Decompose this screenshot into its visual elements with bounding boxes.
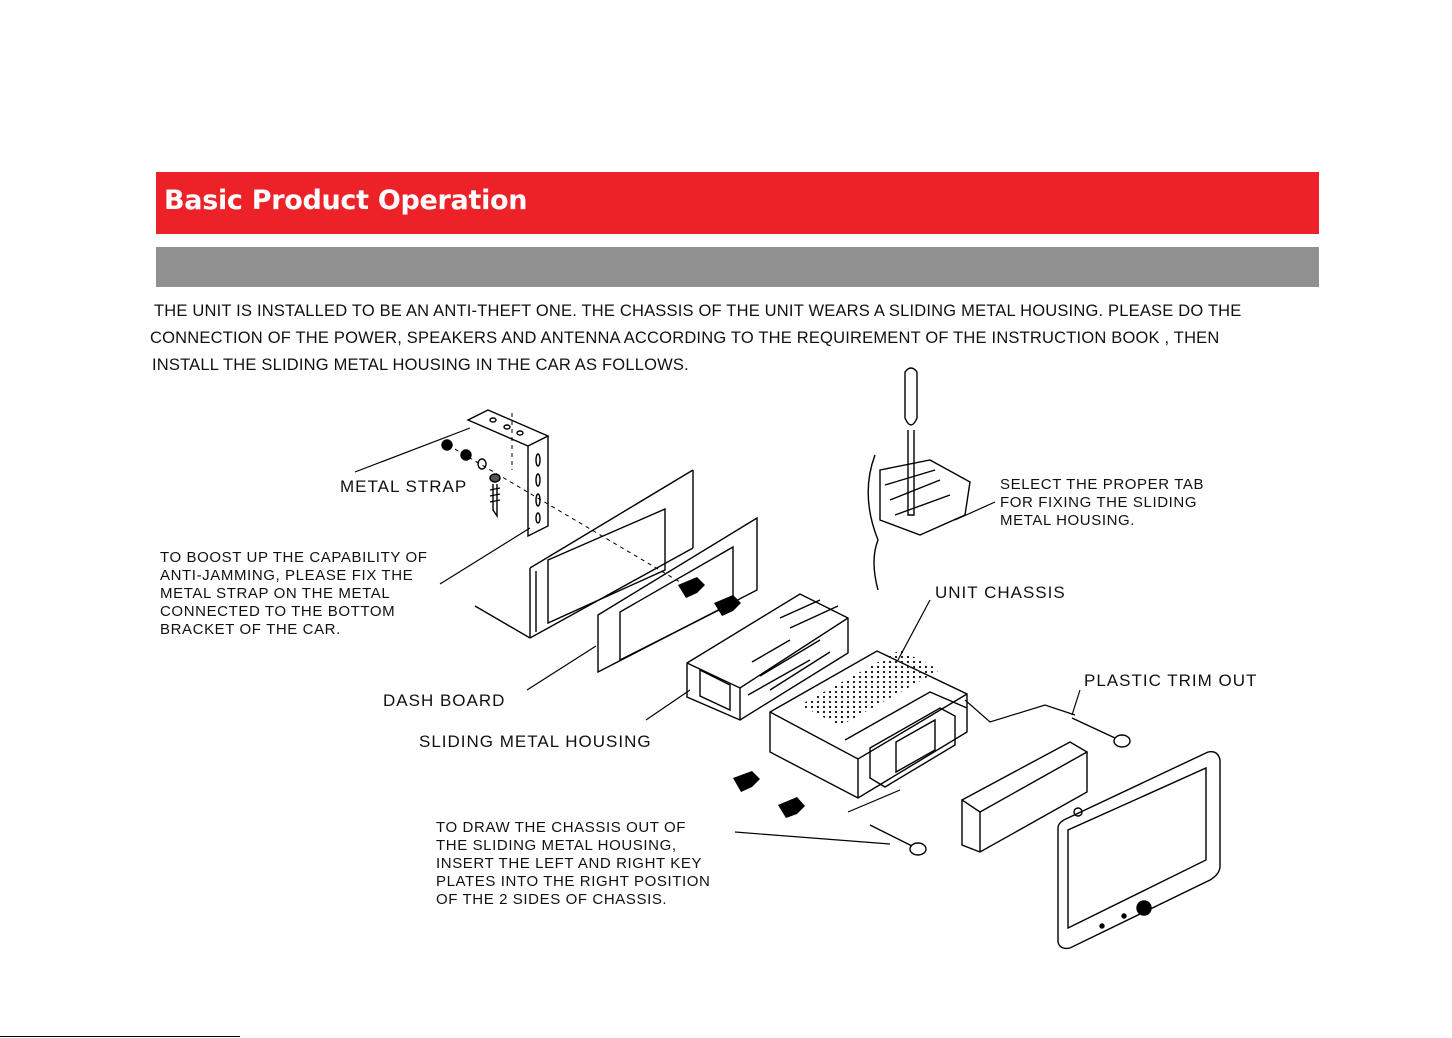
- screwdriver-illustration: [867, 367, 971, 591]
- label-anti-jamming: TO BOOST UP THE CAPABILITY OF ANTI-JAMMI…: [160, 549, 427, 639]
- label-line: FOR FIXING THE SLIDING: [1000, 494, 1198, 511]
- label-line: TO BOOST UP THE CAPABILITY OF: [160, 549, 428, 566]
- label-line: ANTI-JAMMING, PLEASE FIX THE: [160, 567, 414, 584]
- key-plate-illustration: [869, 717, 1131, 856]
- label-line: METAL STRAP ON THE METAL: [160, 585, 391, 602]
- section-title: Basic Product Operation: [164, 185, 528, 216]
- metal-strap-illustration: [441, 409, 550, 538]
- display-panel-illustration: [1057, 750, 1221, 950]
- label-dash-board: DASH BOARD: [383, 691, 506, 710]
- label-select-tab: SELECT THE PROPER TAB FOR FIXING THE SLI…: [1000, 476, 1204, 530]
- label-line: OF THE 2 SIDES OF CHASSIS.: [436, 891, 668, 908]
- label-line: BRACKET OF THE CAR.: [160, 621, 341, 638]
- label-line: SELECT THE PROPER TAB: [1000, 476, 1205, 493]
- intro-line: INSTALL THE SLIDING METAL HOUSING IN THE…: [152, 356, 689, 374]
- insert-arrows: [678, 577, 805, 818]
- intro-paragraph: THE UNIT IS INSTALLED TO BE AN ANTI-THEF…: [150, 298, 1334, 379]
- label-draw-chassis: TO DRAW THE CHASSIS OUT OF THE SLIDING M…: [436, 819, 710, 909]
- leader-lines: [354, 427, 1081, 845]
- unit-chassis-illustration: [769, 650, 968, 799]
- dash-board-illustration: [474, 469, 694, 639]
- label-plastic-trim-out: PLASTIC TRIM OUT: [1084, 671, 1258, 690]
- sliding-housing-illustration: [686, 593, 849, 721]
- label-line: PLATES INTO THE RIGHT POSITION: [436, 873, 711, 890]
- label-line: THE SLIDING METAL HOUSING,: [436, 837, 677, 854]
- label-unit-chassis: UNIT CHASSIS: [935, 583, 1066, 602]
- intro-line: THE UNIT IS INSTALLED TO BE AN ANTI-THEF…: [154, 302, 1242, 320]
- intro-line: CONNECTION OF THE POWER, SPEAKERS AND AN…: [150, 329, 1220, 347]
- section-header-bar: Basic Product Operation: [156, 172, 1319, 234]
- trim-frame-illustration: [597, 516, 758, 674]
- label-line: INSERT THE LEFT AND RIGHT KEY: [436, 855, 703, 872]
- footer-rule: [0, 1036, 240, 1037]
- label-line: METAL HOUSING.: [1000, 512, 1136, 529]
- subheader-bar: [156, 247, 1319, 287]
- label-sliding-metal-housing: SLIDING METAL HOUSING: [419, 732, 652, 751]
- label-line: TO DRAW THE CHASSIS OUT OF: [436, 819, 687, 836]
- label-line: CONNECTED TO THE BOTTOM: [160, 603, 396, 620]
- label-metal-strap: METAL STRAP: [340, 477, 468, 496]
- plastic-trim-illustration: [960, 741, 1089, 853]
